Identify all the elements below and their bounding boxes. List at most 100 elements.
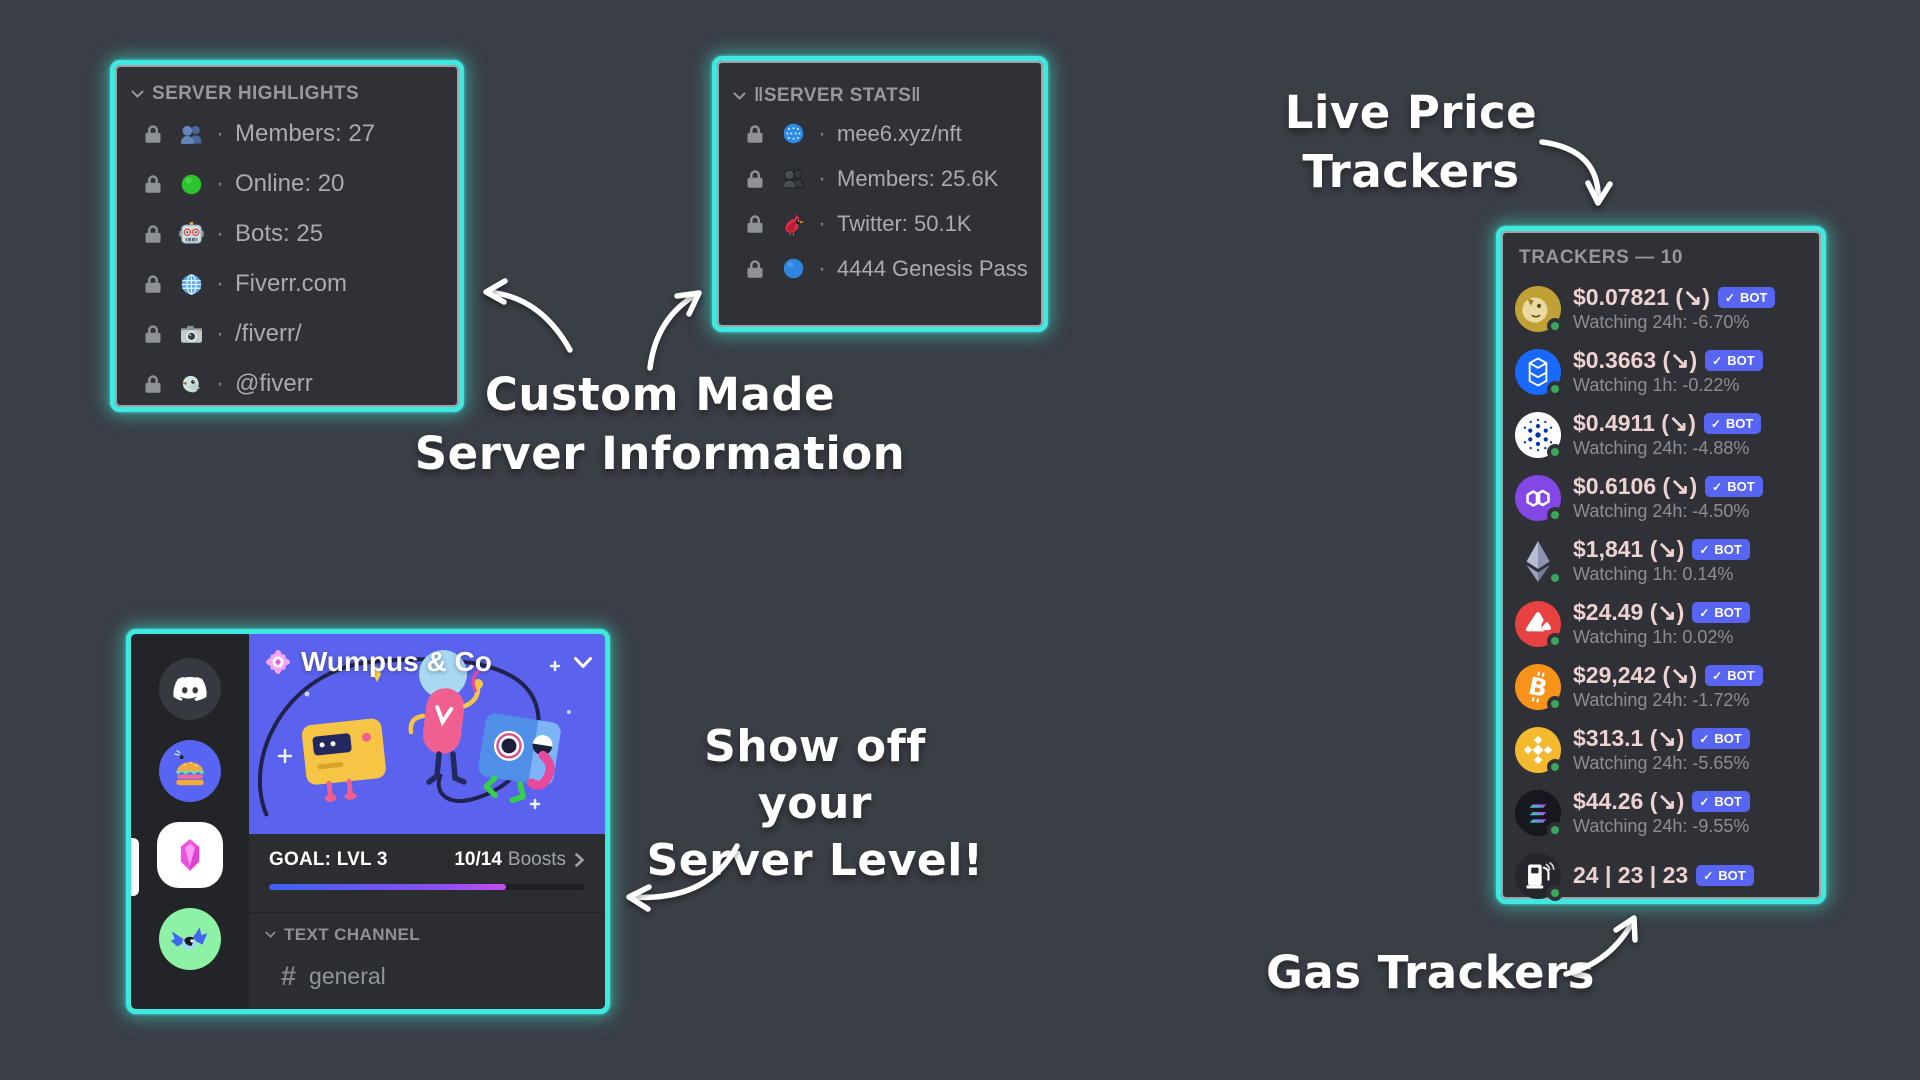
tracker-row-dogecoin[interactable]: $0.07821 (↘) ✓BOT Watching 24h: -6.70% bbox=[1515, 277, 1811, 340]
server-icon-bat[interactable] bbox=[159, 908, 221, 970]
tracker-price: $313.1 (↘) bbox=[1573, 725, 1685, 751]
bot-badge: ✓BOT bbox=[1705, 476, 1763, 497]
server-stats-header[interactable]: ‖SERVER STATS‖ bbox=[733, 77, 1027, 111]
channel-label: /fiverr/ bbox=[235, 320, 302, 347]
online-status-dot bbox=[1547, 695, 1563, 712]
server-highlights-panel: SERVER HIGHLIGHTS · Members: 27 · Online… bbox=[110, 60, 464, 412]
dot-separator: · bbox=[216, 270, 224, 297]
robot-icon bbox=[179, 221, 204, 244]
bot-badge: ✓BOT bbox=[1703, 413, 1762, 434]
channel-row-genesis[interactable]: · 4444 Genesis Pass bbox=[733, 246, 1028, 291]
channel-row-mee6[interactable]: · mee6.xyz/nft bbox=[733, 111, 1027, 156]
channel-row-twitter[interactable]: · @fiverr bbox=[131, 359, 443, 409]
tracker-watching: Watching 24h: -6.70% bbox=[1573, 312, 1750, 332]
hash-icon: # bbox=[281, 961, 297, 991]
tracker-row-bnb[interactable]: $313.1 (↘) ✓BOT Watching 24h: -5.65% bbox=[1515, 718, 1811, 781]
gas-trackers-headline: Gas Trackers bbox=[1266, 946, 1595, 999]
trackers-panel: TRACKERS — 10 $0.07821 (↘) ✓BOT Watching… bbox=[1496, 226, 1826, 904]
channel-row-website[interactable]: · Fiverr.com bbox=[131, 259, 443, 309]
chevron-down-icon[interactable] bbox=[573, 656, 593, 669]
online-status-dot bbox=[1547, 632, 1563, 649]
headline-line: Server Level! bbox=[646, 835, 984, 887]
channel-label: Members: 25.6K bbox=[837, 165, 999, 191]
tracker-row-avalanche[interactable]: $24.49 (↘) ✓BOT Watching 1h: 0.02% bbox=[1515, 592, 1811, 655]
check-icon: ✓ bbox=[1712, 668, 1723, 683]
gas-pump-avatar bbox=[1515, 852, 1563, 901]
category-text-channel[interactable]: TEXT CHANNEL bbox=[265, 925, 605, 945]
check-icon: ✓ bbox=[1724, 290, 1735, 305]
dot-separator: · bbox=[216, 370, 224, 397]
server-banner: Wumpus & Co bbox=[249, 634, 605, 834]
tracker-row-solana[interactable]: $44.26 (↘) ✓BOT Watching 24h: -9.55% bbox=[1515, 781, 1811, 844]
boost-count: 10/14 bbox=[454, 849, 502, 870]
tracker-price: $1,841 (↘) bbox=[1573, 536, 1685, 562]
server-icon-burger[interactable] bbox=[159, 740, 221, 802]
burger-icon bbox=[174, 750, 205, 786]
tracker-price: $0.6106 (↘) bbox=[1573, 473, 1698, 499]
channel-row-instagram[interactable]: · /fiverr/ bbox=[131, 309, 443, 359]
channel-label: Fiverr.com bbox=[235, 270, 348, 297]
channel-label: Bots: 25 bbox=[235, 220, 324, 247]
discord-home-button[interactable] bbox=[159, 658, 221, 720]
bot-badge: ✓BOT bbox=[1692, 791, 1750, 812]
lock-icon bbox=[145, 375, 161, 393]
online-status-dot bbox=[1547, 317, 1563, 334]
channel-row-online[interactable]: · Online: 20 bbox=[131, 159, 443, 209]
check-icon: ✓ bbox=[1699, 605, 1710, 620]
check-icon: ✓ bbox=[1712, 353, 1723, 368]
lock-icon bbox=[145, 225, 161, 243]
ethereum-avatar bbox=[1515, 538, 1563, 586]
dot-separator: · bbox=[216, 170, 224, 197]
server-preview-panel: Wumpus & Co GOAL: LVL 3 10/14 Boosts bbox=[126, 629, 610, 1014]
tracker-row-fantom[interactable]: $0.3663 (↘) ✓BOT Watching 1h: -0.22% bbox=[1515, 340, 1811, 403]
tracker-row-ethereum[interactable]: $1,841 (↘) ✓BOT Watching 1h: 0.14% bbox=[1515, 529, 1811, 592]
bnb-avatar bbox=[1515, 726, 1563, 775]
dogecoin-avatar bbox=[1515, 285, 1563, 334]
channel-label: Online: 20 bbox=[235, 170, 345, 197]
discord-logo-icon bbox=[173, 676, 207, 701]
dotted-globe-icon bbox=[783, 123, 804, 144]
green-circle-icon bbox=[181, 174, 202, 194]
lock-icon bbox=[145, 325, 161, 343]
lock-icon bbox=[145, 175, 161, 193]
bot-badge: ✓BOT bbox=[1692, 602, 1750, 623]
active-server-pill bbox=[131, 838, 139, 896]
online-status-dot bbox=[1547, 569, 1563, 586]
dot-separator: · bbox=[216, 220, 224, 247]
server-name: Wumpus & Co bbox=[301, 646, 492, 677]
headline-line: Show off your bbox=[704, 721, 926, 830]
server-highlights-header[interactable]: SERVER HIGHLIGHTS bbox=[131, 75, 443, 109]
channel-row-members[interactable]: · Members: 25.6K bbox=[733, 156, 1027, 201]
tracker-row-cardano[interactable]: $0.4911 (↘) ✓BOT Watching 24h: -4.88% bbox=[1515, 403, 1811, 466]
chevron-right-icon[interactable] bbox=[574, 852, 585, 868]
tracker-row-bitcoin[interactable]: B $29,242 (↘) ✓BOT Watching 24h: -1.72% bbox=[1515, 655, 1811, 718]
channel-row-members[interactable]: · Members: 27 bbox=[131, 109, 443, 159]
dark-members-icon bbox=[782, 169, 804, 189]
check-icon: ✓ bbox=[1703, 868, 1714, 883]
tracker-price: 24 | 23 | 23 bbox=[1573, 862, 1689, 888]
server-icon-gem[interactable] bbox=[157, 822, 223, 888]
check-icon: ✓ bbox=[1712, 479, 1723, 494]
banner-art bbox=[249, 634, 595, 834]
boost-goal-section[interactable]: GOAL: LVL 3 10/14 Boosts bbox=[249, 834, 605, 890]
channel-row-twitter-stats[interactable]: · Twitter: 50.1K bbox=[733, 201, 1027, 246]
online-status-dot bbox=[1547, 443, 1563, 460]
bot-badge: ✓BOT bbox=[1692, 728, 1750, 749]
tracker-row-polygon[interactable]: $0.6106 (↘) ✓BOT Watching 24h: -4.50% bbox=[1515, 466, 1811, 529]
channel-list: TEXT CHANNEL # general bbox=[249, 912, 605, 1009]
channel-label: Twitter: 50.1K bbox=[837, 210, 972, 236]
channel-general[interactable]: # general bbox=[281, 961, 605, 992]
online-status-dot bbox=[1547, 884, 1563, 901]
polygon-avatar bbox=[1515, 474, 1563, 523]
boost-progress-track bbox=[269, 884, 585, 890]
lock-icon bbox=[747, 259, 763, 278]
tracker-row-gas[interactable]: 24 | 23 | 23 ✓BOT bbox=[1515, 844, 1811, 907]
headline-line: Live Price bbox=[1284, 86, 1538, 139]
tracker-watching: Watching 24h: -4.88% bbox=[1573, 438, 1750, 458]
channel-row-bots[interactable]: · Bots: 25 bbox=[131, 209, 443, 259]
panel-title: ‖SERVER STATS‖ bbox=[754, 85, 922, 106]
tracker-watching: Watching 24h: -5.65% bbox=[1573, 753, 1750, 773]
avalanche-avatar bbox=[1515, 600, 1563, 649]
bat-creature-icon bbox=[170, 927, 208, 950]
